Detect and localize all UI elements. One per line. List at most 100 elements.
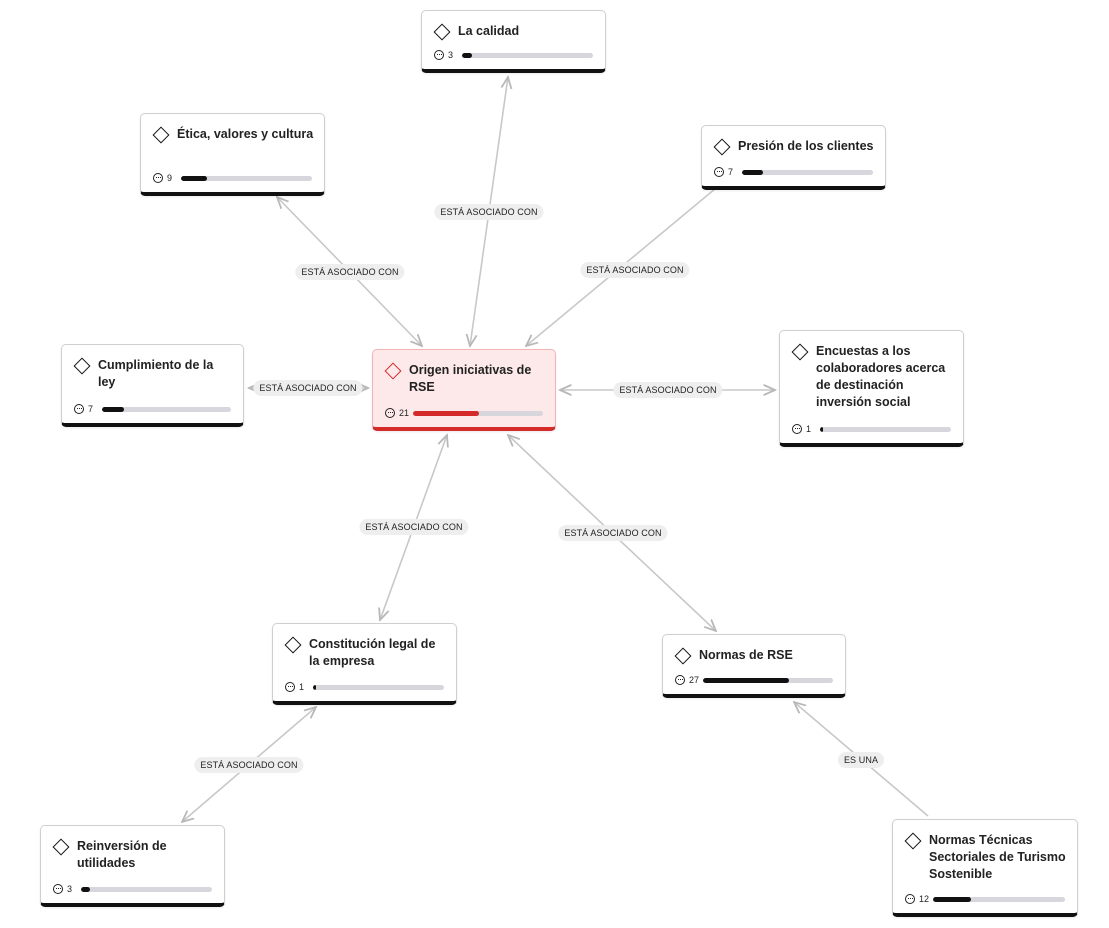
node-header: Normas de RSE: [674, 647, 835, 665]
density-bar: [703, 677, 833, 683]
comment-count: 27: [689, 675, 700, 685]
density-bar-fill: [820, 426, 823, 432]
density-bar: [742, 169, 873, 175]
node-header: Origen iniciativas de RSE: [384, 362, 545, 396]
edge-n-center-n-presion[interactable]: [526, 164, 745, 346]
node-card-constitucion[interactable]: Constitución legal de la empresa 1: [272, 623, 457, 705]
diamond-icon: [791, 343, 809, 361]
comment-count: 3: [448, 50, 454, 60]
density-bar-fill: [181, 175, 208, 181]
density-bar: [313, 684, 444, 690]
node-card-normas-tecnicas[interactable]: Normas Técnicas Sectoriales de Turismo S…: [892, 819, 1078, 917]
node-card-center[interactable]: Origen iniciativas de RSE 21: [372, 349, 556, 431]
comment-icon: [74, 404, 84, 414]
node-footer: 3: [434, 49, 593, 61]
edge-label[interactable]: ESTÁ ASOCIADO CON: [253, 380, 363, 396]
comment-count: 3: [67, 884, 73, 894]
node-title: Reinversión de utilidades: [77, 839, 167, 870]
density-bar: [933, 896, 1065, 902]
node-footer: 27: [675, 674, 833, 686]
node-footer: 21: [385, 407, 543, 419]
node-card-normas[interactable]: Normas de RSE 27: [662, 634, 846, 698]
comment-icon: [153, 173, 163, 183]
edge-label[interactable]: ESTÁ ASOCIADO CON: [558, 525, 668, 541]
edge-label[interactable]: ESTÁ ASOCIADO CON: [359, 519, 469, 535]
diamond-icon: [284, 636, 302, 654]
diamond-icon: [713, 138, 731, 156]
node-card-presion[interactable]: Presión de los clientes 7: [701, 125, 886, 190]
density-bar-fill: [742, 169, 763, 175]
comment-icon: [792, 424, 802, 434]
node-title: Cumplimiento de la ley: [98, 358, 214, 389]
node-title: La calidad: [458, 24, 520, 38]
density-bar-fill: [703, 677, 789, 683]
density-bar-fill: [102, 406, 124, 412]
diamond-icon: [674, 647, 692, 665]
density-bar: [181, 175, 312, 181]
node-title: Normas Técnicas Sectoriales de Turismo S…: [929, 833, 1066, 881]
comment-icon: [434, 50, 444, 60]
node-footer: 12: [905, 893, 1065, 905]
edge-label[interactable]: ESTÁ ASOCIADO CON: [194, 757, 304, 773]
node-card-calidad[interactable]: La calidad 3: [421, 10, 606, 73]
comment-icon: [714, 167, 724, 177]
node-footer: 7: [74, 403, 231, 415]
comment-icon: [905, 894, 915, 904]
diamond-icon: [904, 832, 922, 850]
comment-count: 1: [299, 682, 305, 692]
node-title: Encuestas a los colaboradores acerca de …: [816, 344, 946, 409]
edge-label[interactable]: ESTÁ ASOCIADO CON: [434, 204, 544, 220]
node-header: Cumplimiento de la ley: [73, 357, 233, 391]
node-footer: 9: [153, 172, 312, 184]
comment-icon: [53, 884, 63, 894]
diamond-icon: [433, 23, 451, 41]
diamond-icon: [52, 838, 70, 856]
edge-label[interactable]: ES UNA: [837, 752, 885, 768]
node-footer: 7: [714, 166, 873, 178]
node-card-encuestas[interactable]: Encuestas a los colaboradores acerca de …: [779, 330, 964, 447]
node-header: Constitución legal de la empresa: [284, 636, 446, 670]
density-bar-fill: [413, 410, 480, 416]
density-bar-fill: [462, 52, 473, 58]
node-title: Constitución legal de la empresa: [309, 637, 436, 668]
node-header: Encuestas a los colaboradores acerca de …: [791, 343, 953, 411]
density-bar: [413, 410, 543, 416]
comment-count: 21: [399, 408, 410, 418]
diamond-icon: [384, 362, 402, 380]
node-title: Presión de los clientes: [738, 139, 874, 153]
comment-count: 1: [806, 424, 812, 434]
node-card-cumplimiento[interactable]: Cumplimiento de la ley 7: [61, 344, 244, 427]
comment-icon: [675, 675, 685, 685]
node-header: Reinversión de utilidades: [52, 838, 214, 872]
node-card-etica[interactable]: Ética, valores y cultura 9: [140, 113, 325, 196]
node-header: La calidad: [433, 23, 595, 41]
node-card-reinversion[interactable]: Reinversión de utilidades 3: [40, 825, 225, 907]
density-bar: [102, 406, 231, 412]
node-header: Normas Técnicas Sectoriales de Turismo S…: [904, 832, 1067, 883]
edge-label[interactable]: ESTÁ ASOCIADO CON: [613, 382, 723, 398]
comment-icon: [385, 408, 395, 418]
comment-count: 7: [728, 167, 734, 177]
node-footer: 3: [53, 883, 212, 895]
diamond-icon: [152, 126, 170, 144]
density-bar: [462, 52, 593, 58]
comment-count: 7: [88, 404, 94, 414]
node-title: Ética, valores y cultura: [177, 127, 314, 141]
node-footer: 1: [792, 423, 951, 435]
diamond-icon: [73, 357, 91, 375]
node-title: Origen iniciativas de RSE: [409, 363, 532, 394]
node-title: Normas de RSE: [699, 648, 793, 662]
comment-count: 9: [167, 173, 173, 183]
edge-label[interactable]: ESTÁ ASOCIADO CON: [295, 264, 405, 280]
density-bar-fill: [313, 684, 316, 690]
node-footer: 1: [285, 681, 444, 693]
density-bar-fill: [933, 896, 972, 902]
node-header: Presión de los clientes: [713, 138, 875, 156]
edge-label[interactable]: ESTÁ ASOCIADO CON: [580, 262, 690, 278]
comment-icon: [285, 682, 295, 692]
density-bar-fill: [81, 886, 91, 892]
node-header: Ética, valores y cultura: [152, 126, 314, 144]
density-bar: [820, 426, 951, 432]
density-bar: [81, 886, 212, 892]
